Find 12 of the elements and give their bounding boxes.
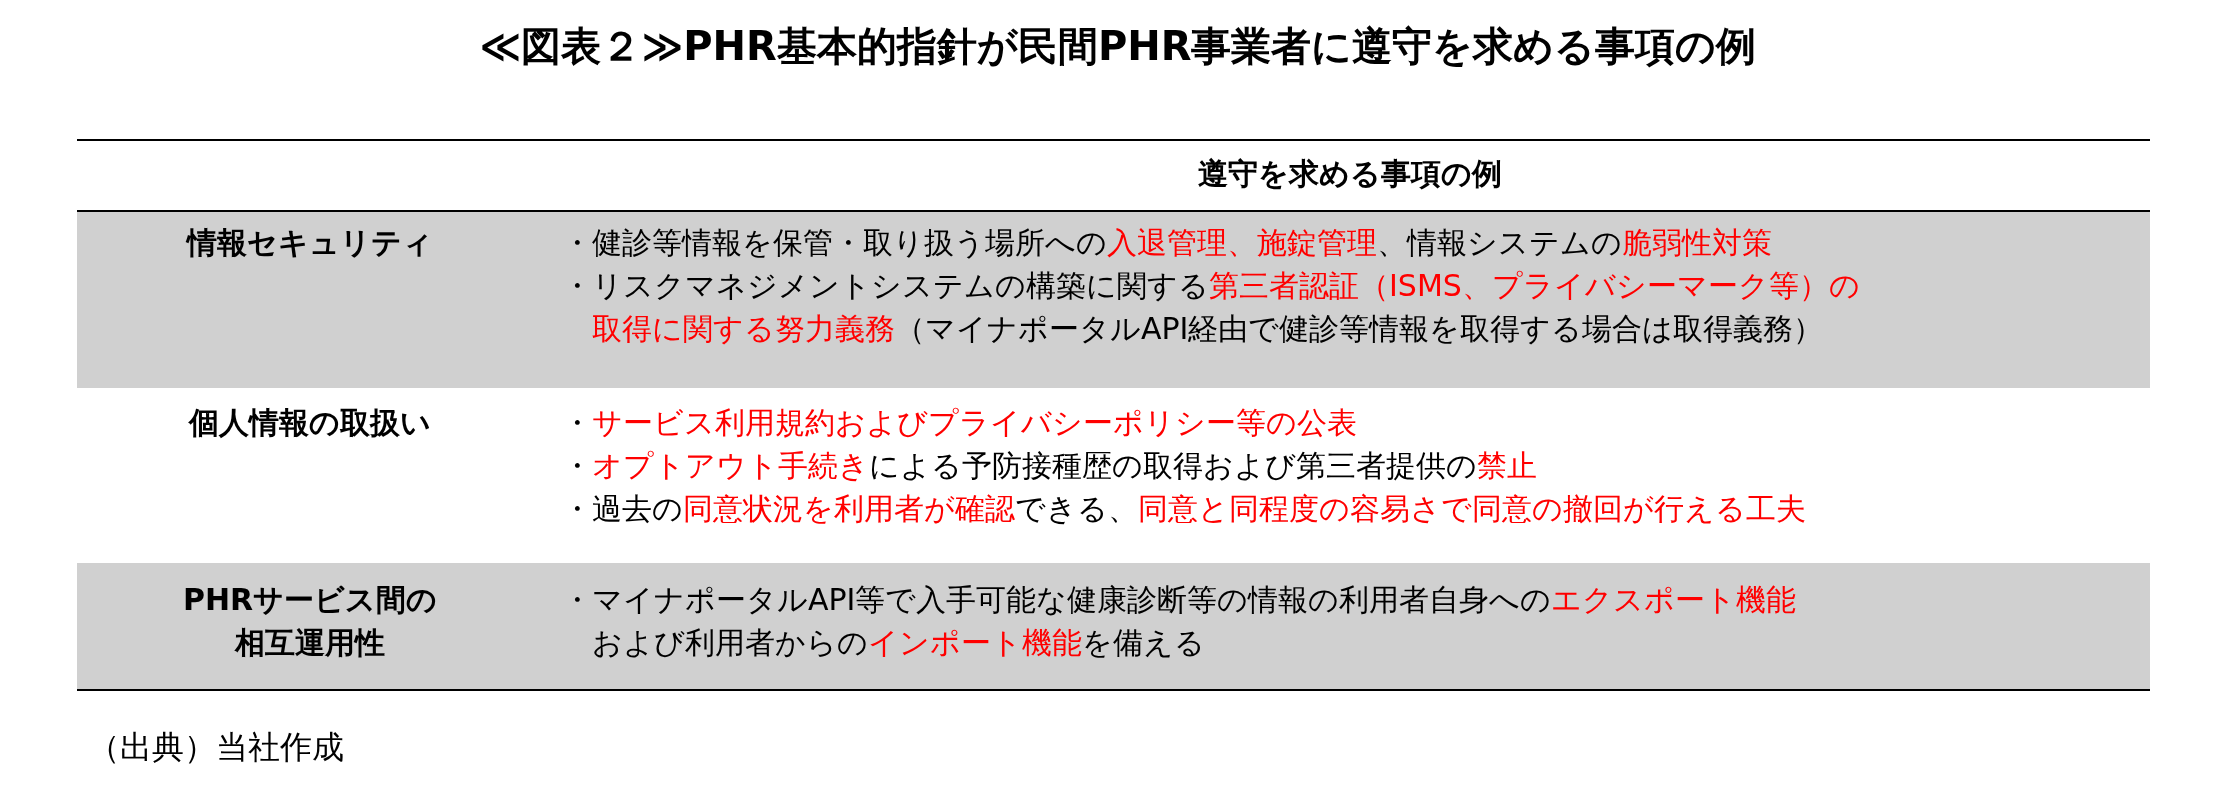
row-heading: PHRサービス間の相互運用性 (181, 581, 439, 662)
bullet-text: ・過去の同意状況を利用者が確認できる、同意と同程度の容易さで同意の撤回が行える工夫 (562, 490, 1806, 528)
row-heading: 情報セキュリティ (185, 224, 434, 262)
bullet-text: ・健診等情報を保管・取り扱う場所への入退管理、施錠管理、情報システムの脆弱性対策 (562, 224, 1772, 262)
row-heading: 個人情報の取扱い (187, 404, 432, 442)
figure-title: ≪図表２≫PHR基本的指針が民間PHR事業者に遵守を求める事項の例 (478, 22, 1758, 71)
bullet-text: ・サービス利用規約およびプライバシーポリシー等の公表 (562, 404, 1357, 442)
source-note: （出典）当社作成 (88, 727, 344, 768)
bullet-text: ・オプトアウト手続きによる予防接種歴の取得および第三者提供の禁止 (562, 447, 1537, 485)
column-heading: 遵守を求める事項の例 (1197, 155, 1503, 193)
bullet-text: ・リスクマネジメントシステムの構築に関する第三者認証（ISMS、プライバシーマーク等）の取得に関する努力義務（マイナポータルAPI経由で健診等情報を取得する場合は取得義務） (562, 267, 1860, 348)
bullet-text: ・マイナポータルAPI等で入手可能な健康診断等の情報の利用者自身へのエクスポート機能および利用者からのインポート機能を備える (562, 581, 1797, 662)
